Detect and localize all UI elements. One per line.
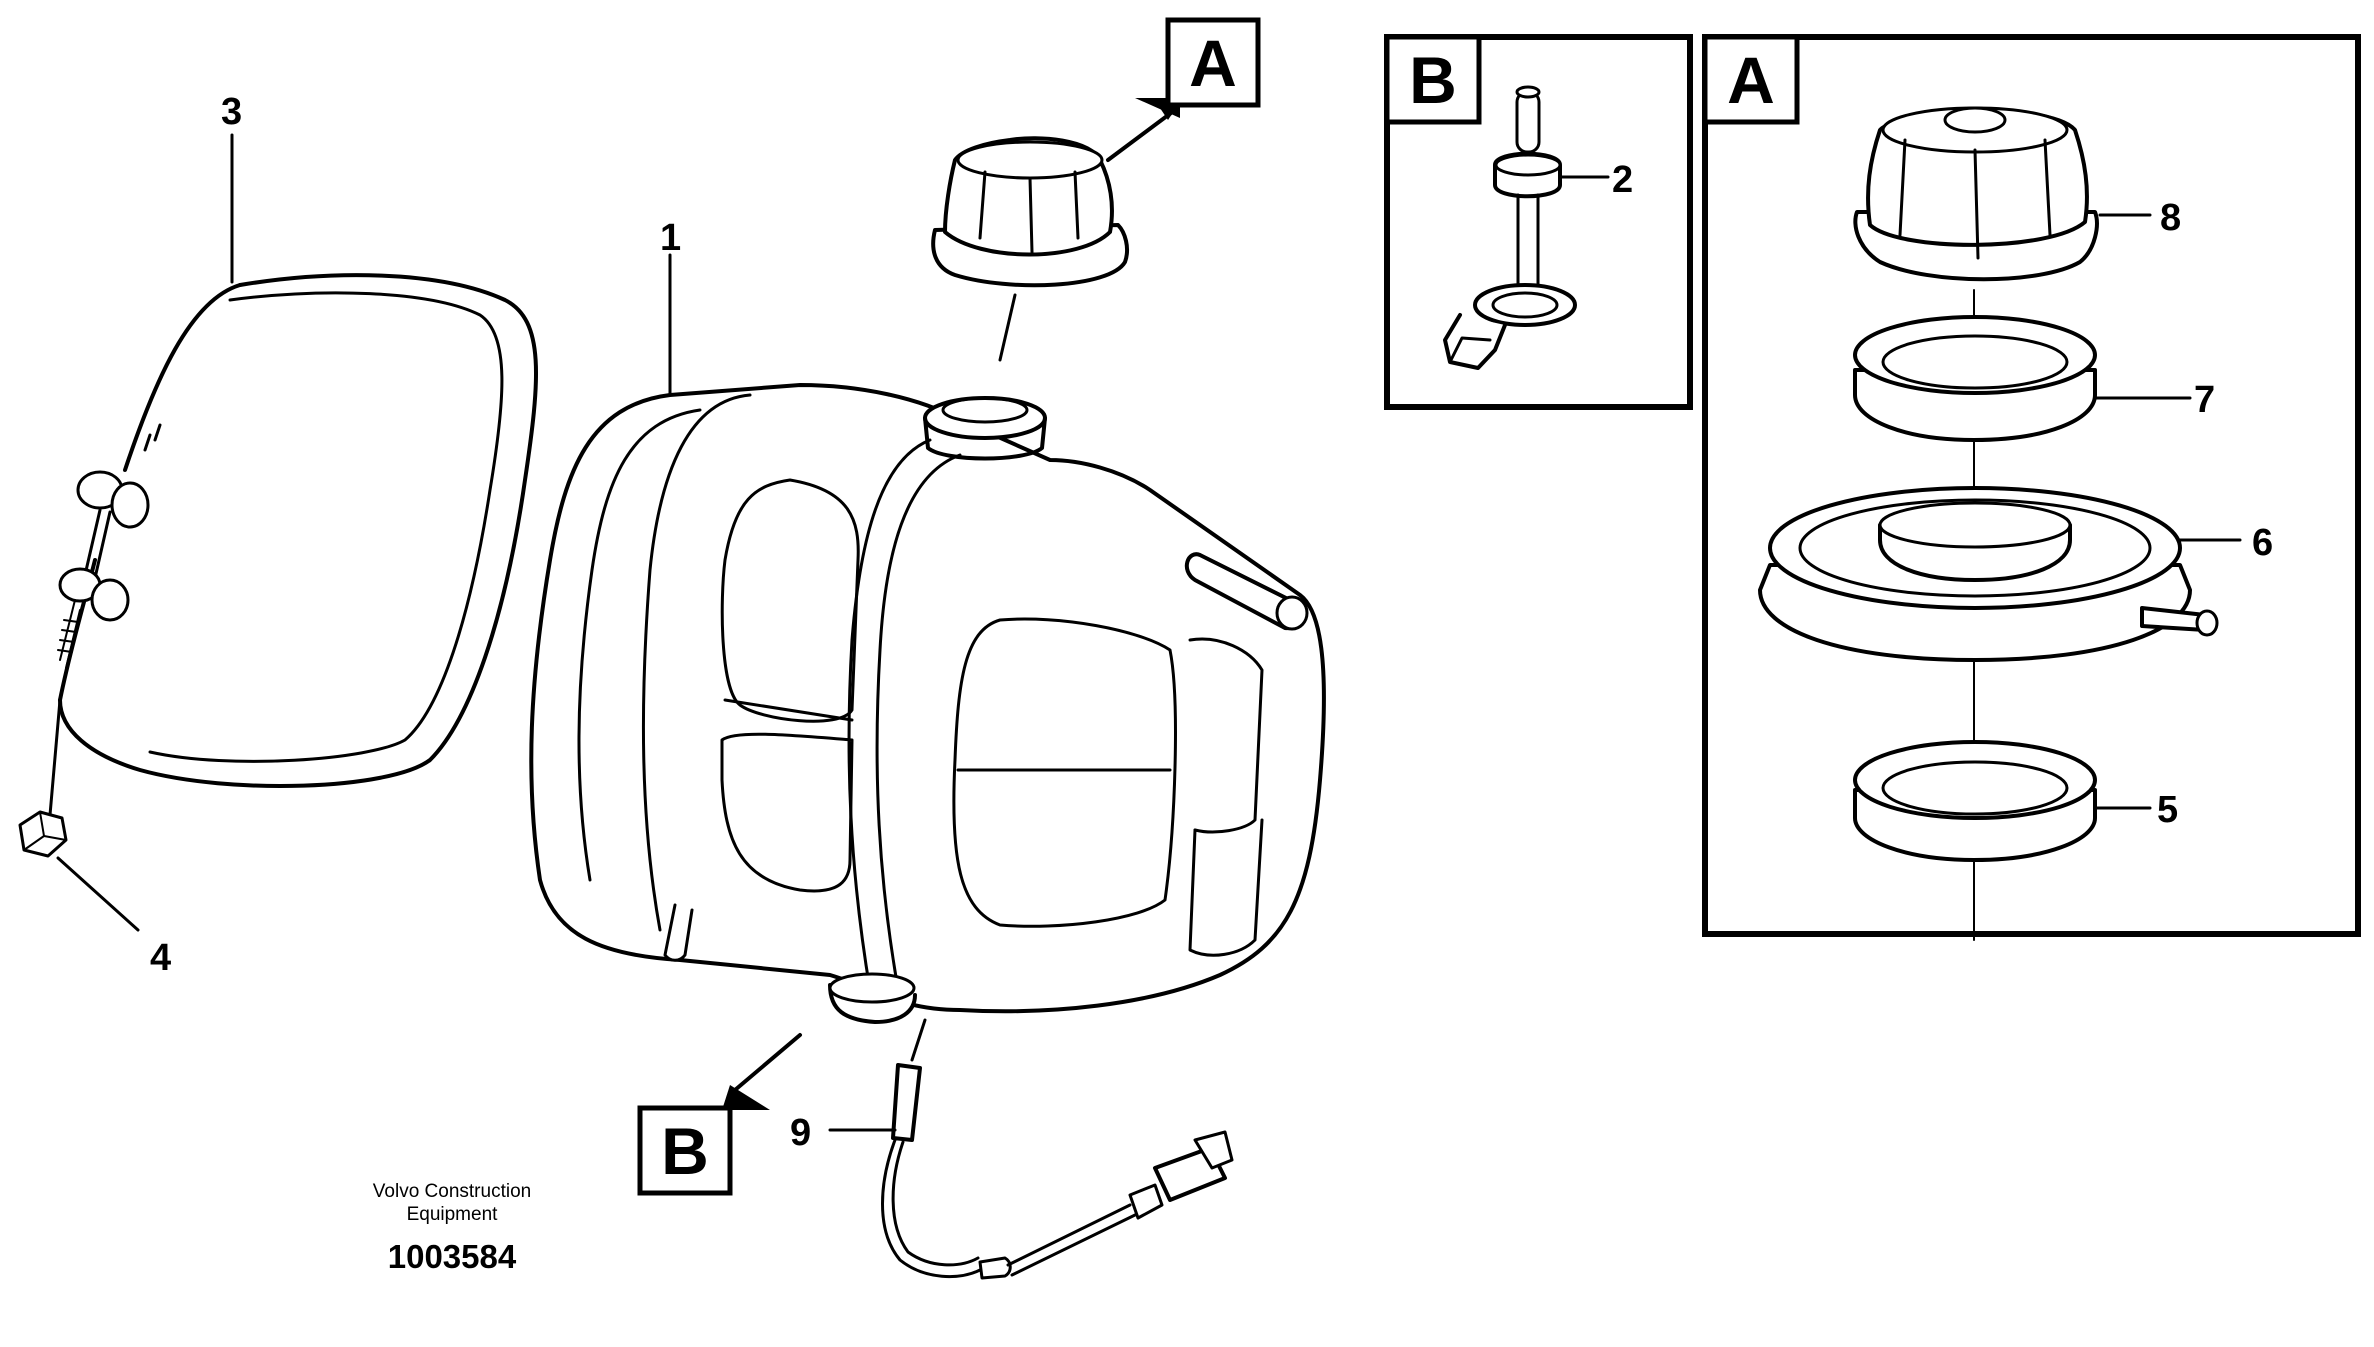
callout-9: 9	[790, 1112, 811, 1154]
callout-6: 6	[2252, 522, 2273, 564]
document-number: 1003584	[388, 1238, 517, 1275]
tag-letter-a-top: A	[1189, 26, 1237, 100]
callout-1: 1	[660, 217, 681, 259]
callout-7: 7	[2194, 379, 2215, 421]
filler-cap	[931, 136, 1129, 362]
strap-part-3	[48, 273, 538, 817]
callout-4: 4	[150, 937, 171, 979]
callout-3: 3	[221, 91, 242, 133]
callout-5: 5	[2157, 789, 2178, 831]
tag-letter-b-bottom: B	[661, 1114, 709, 1188]
detail-tag-b-bottom	[637, 1105, 733, 1196]
detail-tag-a-top	[1158, 17, 1261, 120]
detail-panel-a	[1702, 34, 2361, 941]
expansion-tank-part-1	[529, 383, 1326, 1024]
caption-line-2: Equipment	[407, 1204, 499, 1225]
text-labels: 3 1 4 9 2 8 7 6 5 A B B A Volvo Construc…	[150, 26, 2273, 1275]
nut-part-4	[18, 810, 140, 932]
caption-line-1: Volvo Construction	[373, 1181, 531, 1202]
level-sensor-cable-part-9	[881, 1018, 1234, 1280]
tag-letter-b-panel: B	[1409, 43, 1457, 117]
tag-letter-a-panel: A	[1727, 43, 1775, 117]
callout-8: 8	[2160, 197, 2181, 239]
detail-panel-b	[1384, 34, 1693, 410]
callout-2: 2	[1612, 159, 1633, 201]
